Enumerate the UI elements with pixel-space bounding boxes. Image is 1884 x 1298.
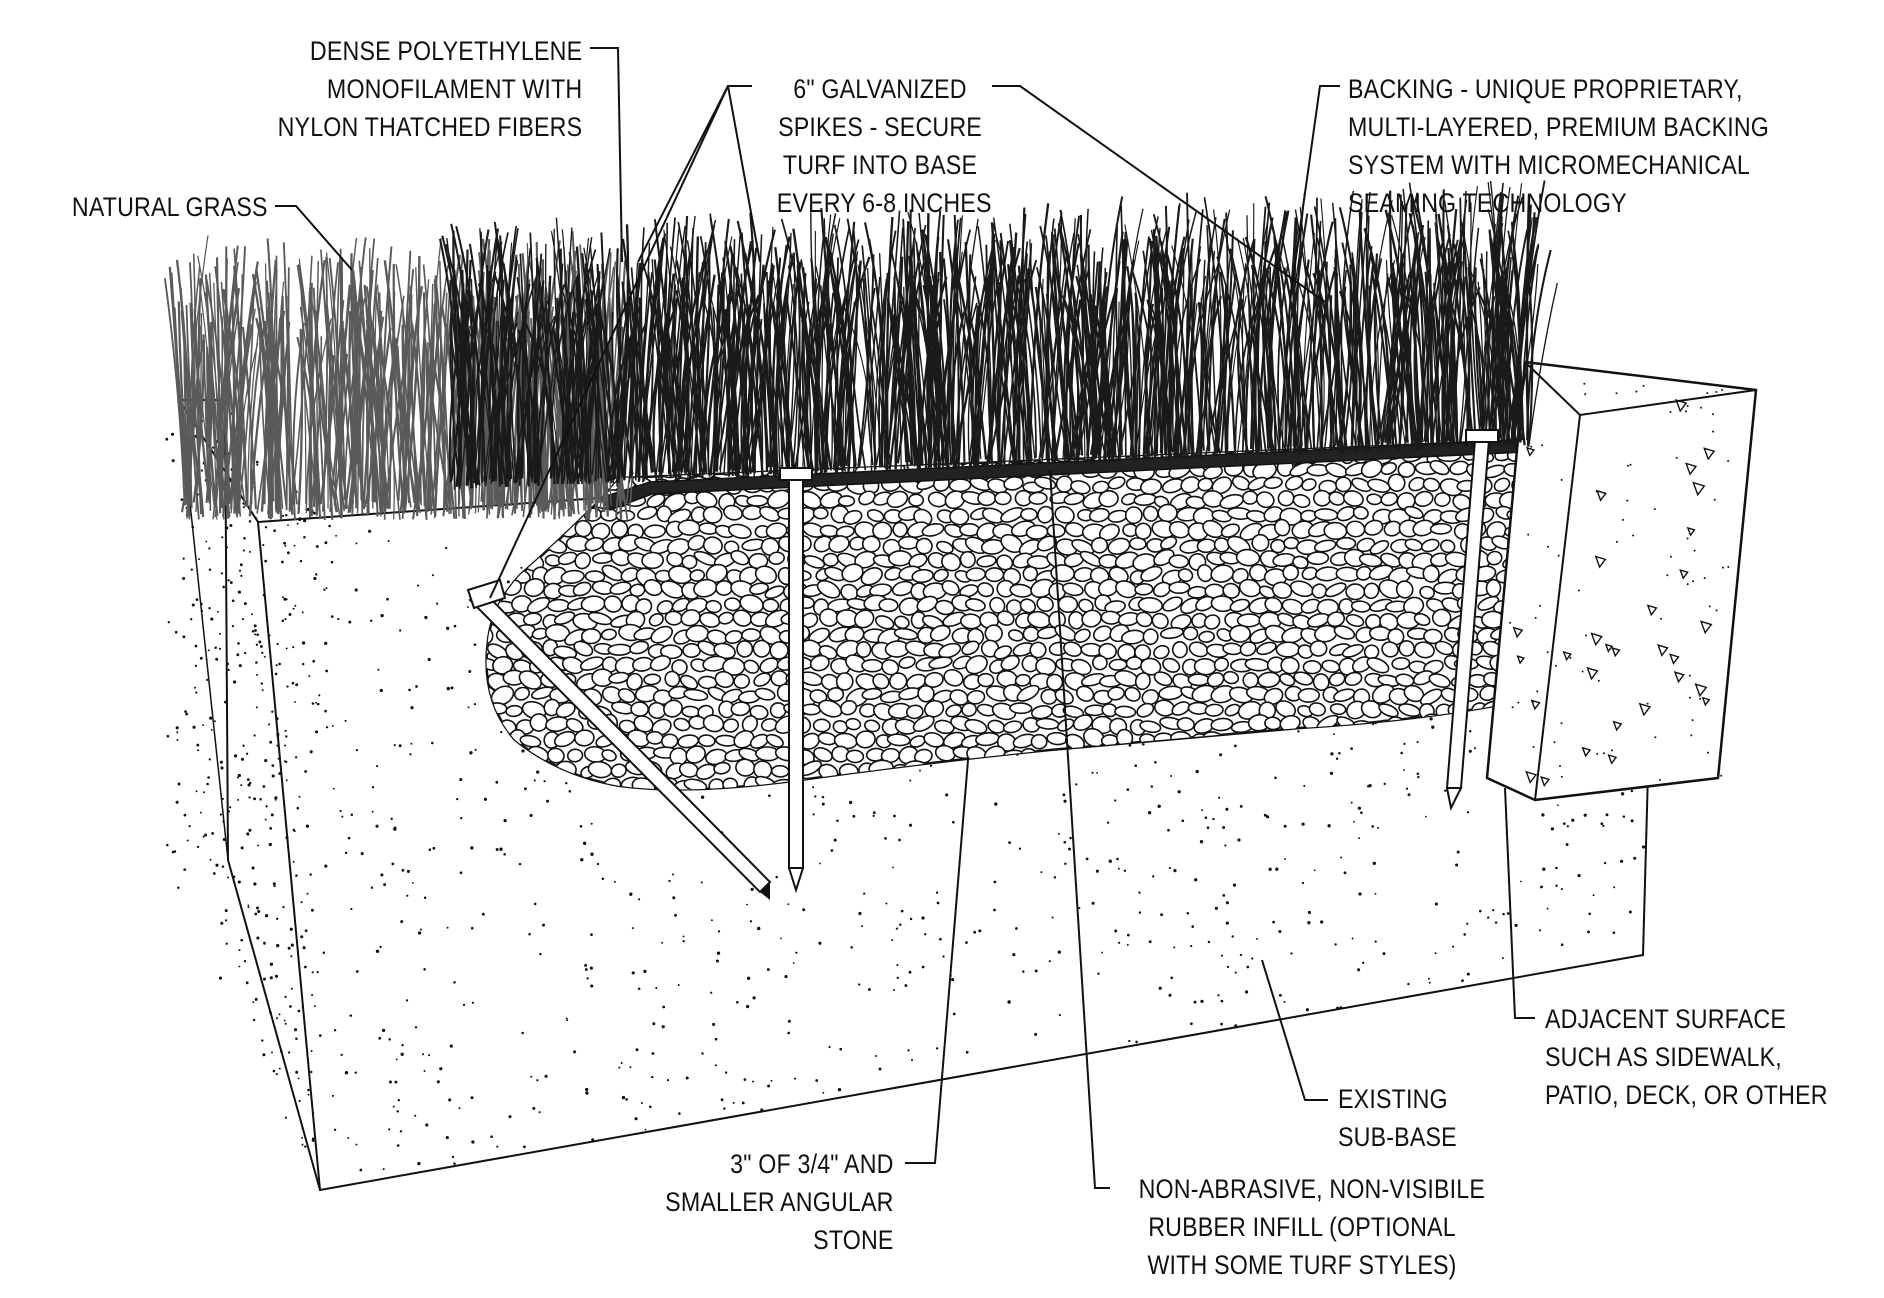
- spike-right: [1445, 429, 1499, 812]
- label-angular-stone: 3" OF 3/4" AND SMALLER ANGULAR STONE: [665, 1149, 894, 1255]
- leader-stone: [905, 759, 969, 1164]
- leader-spikes-left2: [489, 85, 729, 599]
- leader-subbase: [1261, 959, 1328, 1101]
- spike-center: [779, 467, 813, 894]
- label-polyethylene: DENSE POLYETHYLENE MONOFILAMENT WITH NYL…: [277, 36, 582, 142]
- leader-backing-2: [1289, 85, 1340, 301]
- synthetic-turf-fibers: [438, 180, 1558, 490]
- adjacent-concrete-slab: [1485, 360, 1758, 802]
- label-existing-sub-base: EXISTING SUB-BASE: [1338, 1084, 1457, 1152]
- leader-backing: [992, 85, 1326, 303]
- label-adjacent-surface: ADJACENT SURFACE SUCH AS SIDEWALK, PATIO…: [1545, 1004, 1828, 1110]
- label-galvanized-spikes: 6" GALVANIZED SPIKES - SECURE TURF INTO …: [776, 74, 992, 218]
- leader-spikes-left: [637, 85, 752, 263]
- label-natural-grass: NATURAL GRASS: [72, 192, 268, 222]
- leader-adjacent: [1504, 787, 1535, 1019]
- leader-lines: [275, 47, 1535, 1189]
- galvanized-spikes: [466, 429, 1499, 900]
- label-rubber-infill: NON-ABRASIVE, NON-VISIBILE RUBBER INFILL…: [1138, 1174, 1486, 1280]
- leader-infill: [1049, 469, 1110, 1189]
- label-backing: BACKING - UNIQUE PROPRIETARY, MULTI-LAYE…: [1348, 74, 1770, 218]
- leader-polyethylene: [590, 47, 623, 263]
- leader-spikes-right: [727, 85, 761, 263]
- leader-natural-grass: [275, 205, 353, 271]
